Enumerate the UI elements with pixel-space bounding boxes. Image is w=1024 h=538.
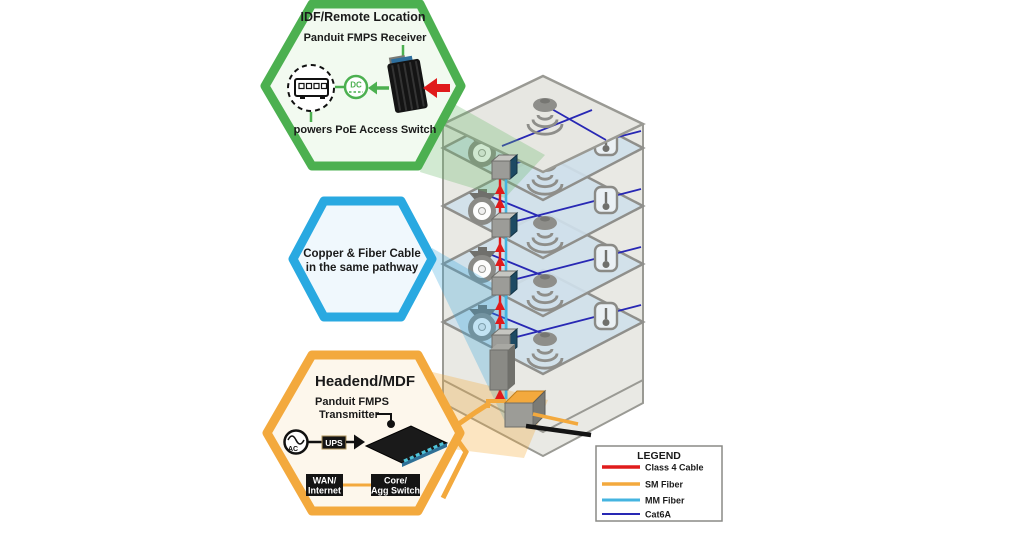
idf-title: IDF/Remote Location: [300, 10, 425, 24]
core-label-1: Core/: [384, 476, 408, 486]
poe-switch-callout: [287, 64, 335, 112]
core-agg-badge: Core/ Agg Switch: [371, 474, 420, 496]
label-connector: [376, 413, 392, 421]
pathway-line2: in the same pathway: [306, 262, 419, 274]
cat6a-roof-line: [549, 107, 607, 141]
hexagon-pathway-border: [288, 196, 437, 322]
ups-label: UPS: [325, 438, 343, 448]
idf-caption: powers PoE Access Switch: [294, 124, 437, 136]
headend-box: [503, 389, 547, 429]
headend-title: Headend/MDF: [315, 373, 415, 390]
black-cable: [525, 423, 592, 438]
beam-blue: [432, 248, 508, 428]
wan-label-1: WAN/: [313, 476, 337, 486]
legend: LEGEND Class 4 Cable SM Fiber MM Fiber C…: [595, 445, 723, 522]
building-roof: [440, 74, 646, 174]
hexagon-headend: Headend/MDF Panduit FMPS Transmitter AC …: [262, 350, 465, 516]
wan-label-2: Internet: [308, 486, 341, 496]
ups-device-arrowhead: [354, 434, 365, 450]
hexagon-idf: IDF/Remote Location Panduit FMPS Receive…: [260, 0, 466, 171]
riser: [486, 154, 592, 438]
ac-label: AC: [288, 446, 298, 453]
riser-column: [489, 344, 515, 391]
ground-slab-edge: [442, 379, 644, 434]
legend-label-smfiber: SM Fiber: [645, 480, 684, 490]
headend-device-label-2: Transmitter: [319, 409, 380, 421]
dc-flow-arrowhead: [368, 81, 377, 95]
label-connector-dot: [387, 420, 395, 428]
pathway-line1: Copper & Fiber Cable: [303, 248, 421, 260]
legend-label-mmfiber: MM Fiber: [645, 496, 685, 506]
legend-title: LEGEND: [637, 450, 681, 462]
hexagon-pathway: Copper & Fiber Cable in the same pathway: [288, 196, 437, 322]
headend-device-label-1: Panduit FMPS: [315, 396, 389, 408]
class4-input-arrow: [423, 78, 450, 98]
hexagon-headend-border: [262, 350, 465, 516]
wan-internet-badge: WAN/ Internet: [306, 474, 343, 496]
dc-label: DC: [350, 81, 362, 90]
idf-switch-box: [491, 154, 518, 180]
dc-power-icon: DC: [343, 74, 369, 100]
idf-device-label: Panduit FMPS Receiver: [304, 32, 428, 44]
fmps-transmitter-device: [364, 425, 449, 467]
legend-label-cat6a: Cat6A: [645, 510, 672, 520]
switch-icon: [294, 78, 329, 99]
fmps-receiver-device: [387, 54, 428, 113]
idf-switch-box: [491, 270, 518, 296]
sm-fiber-cable: [532, 412, 579, 426]
ups-badge: UPS: [321, 435, 347, 450]
legend-label-class4: Class 4 Cable: [645, 463, 704, 473]
ac-power-icon: AC: [283, 429, 309, 455]
idf-switch-box: [491, 212, 518, 238]
core-label-2: Agg Switch: [371, 486, 420, 496]
